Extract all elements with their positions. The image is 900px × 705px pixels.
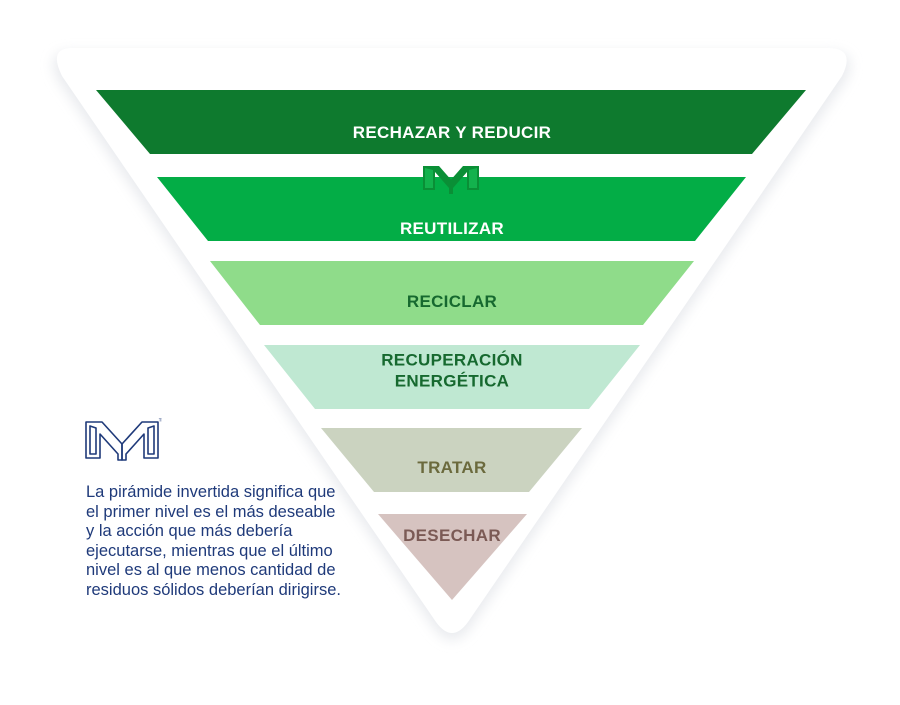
- pyramid-level-label-6: DESECHAR: [403, 526, 501, 545]
- pyramid-levels: RECHAZAR Y REDUCIR REUTILIZAR RECICLAR RECU…: [96, 90, 806, 600]
- pyramid-level-2: [157, 177, 746, 241]
- trademark-symbol: ™: [158, 417, 162, 426]
- pyramid-level-label-3: RECICLAR: [407, 292, 497, 311]
- brand-logo-icon: [423, 166, 479, 194]
- pyramid-level-6: [378, 514, 527, 600]
- pyramid-level-1: [96, 90, 806, 154]
- pyramid-caption: La pirámide invertida significa que el p…: [86, 483, 341, 599]
- pyramid-level-3: [210, 261, 694, 325]
- pyramid-level-label-5: TRATAR: [417, 458, 486, 477]
- pyramid-level-label-2: REUTILIZAR: [400, 219, 504, 238]
- pyramid-level-5: [321, 428, 582, 492]
- pyramid-level-4: [264, 345, 640, 409]
- pyramid-level-label-1: RECHAZAR Y REDUCIR: [353, 123, 551, 142]
- company-logo-icon: ™: [85, 417, 162, 461]
